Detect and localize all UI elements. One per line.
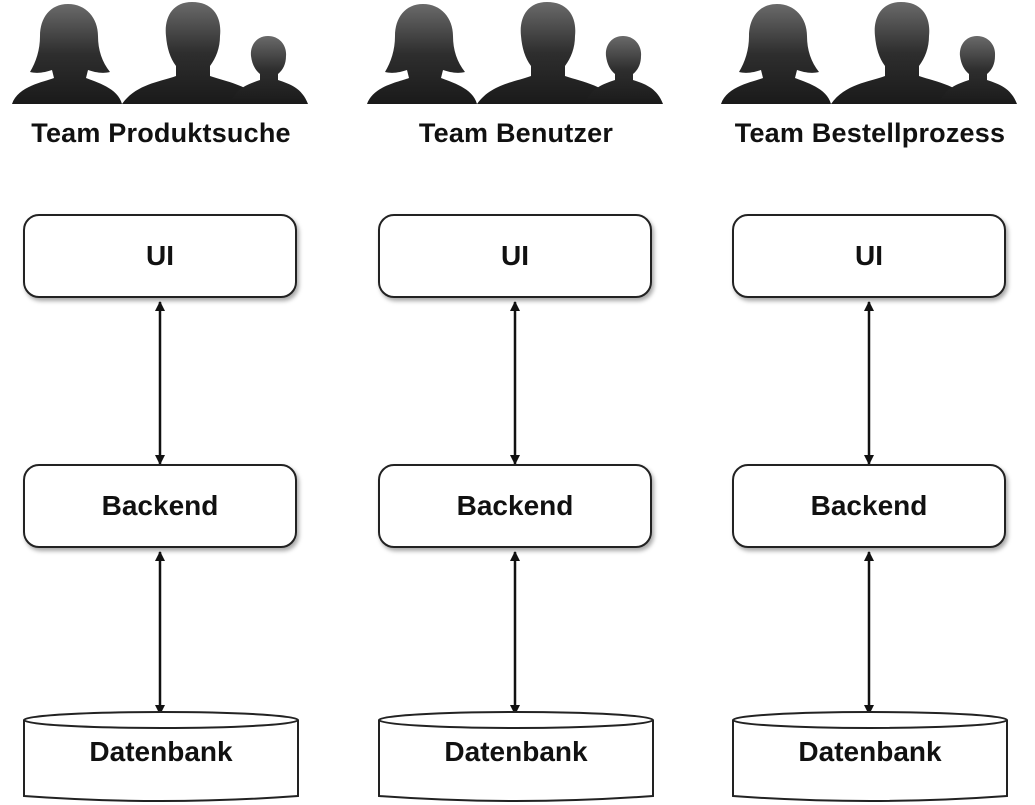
team-name: Team Benutzer xyxy=(418,118,614,148)
column-team-bestellprozess: Team Bestellprozess UI Backend Datenbank xyxy=(730,0,1010,805)
team-name: Team Produktsuche xyxy=(31,118,291,148)
bidirectional-arrow xyxy=(510,551,520,715)
backend-box: Backend xyxy=(23,464,297,548)
bidirectional-arrow xyxy=(864,301,874,465)
ui-box: UI xyxy=(378,214,652,298)
bidirectional-arrow xyxy=(510,301,520,465)
ui-box: UI xyxy=(23,214,297,298)
database-cylinder xyxy=(23,711,299,802)
database-cylinder xyxy=(378,711,654,802)
database-label: Datenbank xyxy=(444,736,588,767)
database-label: Datenbank xyxy=(89,736,233,767)
ui-box: UI xyxy=(732,214,1006,298)
bidirectional-arrow xyxy=(864,551,874,715)
bidirectional-arrow xyxy=(155,551,165,715)
people-silhouettes-icon xyxy=(10,0,310,108)
column-team-benutzer: Team Benutzer UI Backend Datenbank xyxy=(376,0,656,805)
bidirectional-arrow xyxy=(155,301,165,465)
database-label: Datenbank xyxy=(798,736,942,767)
database-cylinder xyxy=(732,711,1008,802)
people-silhouettes-icon xyxy=(365,0,665,108)
people-silhouettes-icon xyxy=(719,0,1019,108)
column-team-produktsuche: Team Produktsuche UI Backend Datenbank xyxy=(21,0,301,805)
team-name: Team Bestellprozess xyxy=(734,118,1006,148)
backend-box: Backend xyxy=(378,464,652,548)
backend-box: Backend xyxy=(732,464,1006,548)
